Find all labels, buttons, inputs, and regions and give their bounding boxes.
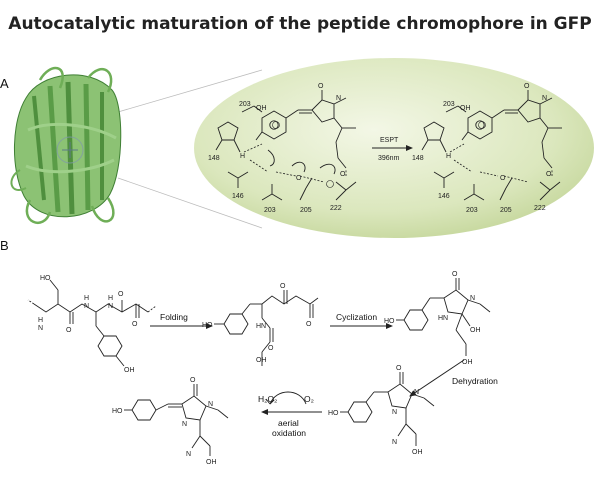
atom-label: O bbox=[452, 271, 458, 278]
atom-label: O bbox=[132, 321, 138, 328]
atom-label: O bbox=[118, 291, 124, 298]
atom-label: H bbox=[84, 295, 89, 302]
atom-label: N bbox=[84, 303, 89, 310]
atom-label: O bbox=[280, 283, 286, 290]
panel-label-a: A bbox=[0, 76, 9, 91]
atom-label: N bbox=[186, 451, 191, 458]
atom-label: N bbox=[392, 409, 397, 416]
atom-label: N bbox=[38, 325, 43, 332]
residue-label: 203 bbox=[264, 207, 276, 214]
atom-label: OH bbox=[470, 327, 481, 334]
atom-label: N bbox=[470, 295, 475, 302]
atom-label: H bbox=[108, 295, 113, 302]
atom-label: O bbox=[396, 365, 402, 372]
atom-label: O bbox=[318, 83, 324, 90]
residue-label: 148 bbox=[412, 155, 424, 162]
atom-label: O bbox=[524, 83, 530, 90]
mature-chromophore: HO O N N N OH bbox=[112, 377, 229, 466]
residue-label: 205 bbox=[500, 207, 512, 214]
step-label-folding: Folding bbox=[160, 312, 188, 322]
atom-label: HO bbox=[328, 410, 339, 417]
atom-label: N bbox=[182, 421, 187, 428]
atom-label: OH bbox=[206, 459, 217, 466]
atom-label: OH bbox=[462, 359, 473, 366]
unfolded-tripeptide: HO H N O H N O N H O OH bbox=[27, 275, 157, 374]
step-label-cyclization: Cyclization bbox=[336, 312, 377, 322]
gfp-protein-structure bbox=[10, 66, 122, 224]
atom-label: O bbox=[66, 327, 72, 334]
residue-label: 222 bbox=[330, 205, 342, 212]
atom-label: H bbox=[446, 153, 451, 160]
atom-label: O bbox=[546, 171, 552, 178]
atom-label: OH bbox=[256, 357, 267, 364]
atom-label: OH bbox=[124, 367, 135, 374]
residue-label: 203 bbox=[443, 101, 455, 108]
atom-label: H bbox=[38, 317, 43, 324]
step-label-oxidation: oxidation bbox=[272, 428, 306, 438]
active-site-after: 203 148 146 203 205 222 OH O N H O O bbox=[412, 83, 562, 214]
atom-label: N bbox=[414, 389, 419, 396]
figure-title: Autocatalytic maturation of the peptide … bbox=[8, 14, 592, 34]
atom-label: N bbox=[208, 401, 213, 408]
atom-label: HO bbox=[202, 322, 213, 329]
atom-label: OH bbox=[460, 105, 471, 112]
residue-label: 203 bbox=[239, 101, 251, 108]
atom-label: HO bbox=[112, 408, 123, 415]
espt-arrow: ESPT 396nm bbox=[372, 137, 413, 162]
zoom-lines bbox=[117, 69, 263, 229]
residue-label: 146 bbox=[232, 193, 244, 200]
atom-label: N bbox=[336, 95, 341, 102]
atom-label: HN bbox=[256, 323, 266, 330]
atom-label: N bbox=[392, 439, 397, 446]
atom-label: O bbox=[268, 345, 274, 352]
atom-label: HN bbox=[438, 315, 448, 322]
residue-label: 222 bbox=[534, 205, 546, 212]
dehydrated-intermediate: HO O N N N OH bbox=[328, 365, 435, 456]
residue-label: 148 bbox=[208, 155, 220, 162]
active-site-before: 203 148 146 203 205 222 OH O N H O O bbox=[208, 83, 357, 214]
atom-label: OH bbox=[256, 105, 267, 112]
residue-label: 203 bbox=[466, 207, 478, 214]
h2o2-label: H₂O₂ bbox=[258, 394, 277, 404]
atom-label: HO bbox=[40, 275, 51, 282]
panel-label-b: B bbox=[0, 238, 9, 253]
atom-label: N bbox=[542, 95, 547, 102]
atom-label: O bbox=[190, 377, 196, 384]
folded-peptide: HO O O O HN OH bbox=[202, 283, 319, 366]
residue-label: 205 bbox=[300, 207, 312, 214]
atom-label: HO bbox=[384, 318, 395, 325]
step-label-dehydration: Dehydration bbox=[452, 376, 498, 386]
atom-label: O bbox=[500, 175, 506, 182]
atom-label: H bbox=[240, 153, 245, 160]
espt-label: ESPT bbox=[380, 137, 399, 144]
wavelength-label: 396nm bbox=[378, 155, 400, 162]
dehydration-arrow bbox=[409, 359, 465, 397]
o2-label: O₂ bbox=[304, 394, 314, 404]
atom-label: O bbox=[340, 171, 346, 178]
step-label-aerial: aerial bbox=[278, 418, 299, 428]
atom-label: OH bbox=[412, 449, 423, 456]
cyclized-intermediate: HO O N HN OH OH bbox=[384, 271, 491, 366]
atom-label: O bbox=[306, 321, 312, 328]
residue-label: 146 bbox=[438, 193, 450, 200]
atom-label: N bbox=[108, 303, 113, 310]
atom-label: O bbox=[296, 175, 302, 182]
oxidation-arrow: H₂O₂ O₂ aerial oxidation bbox=[258, 391, 322, 438]
